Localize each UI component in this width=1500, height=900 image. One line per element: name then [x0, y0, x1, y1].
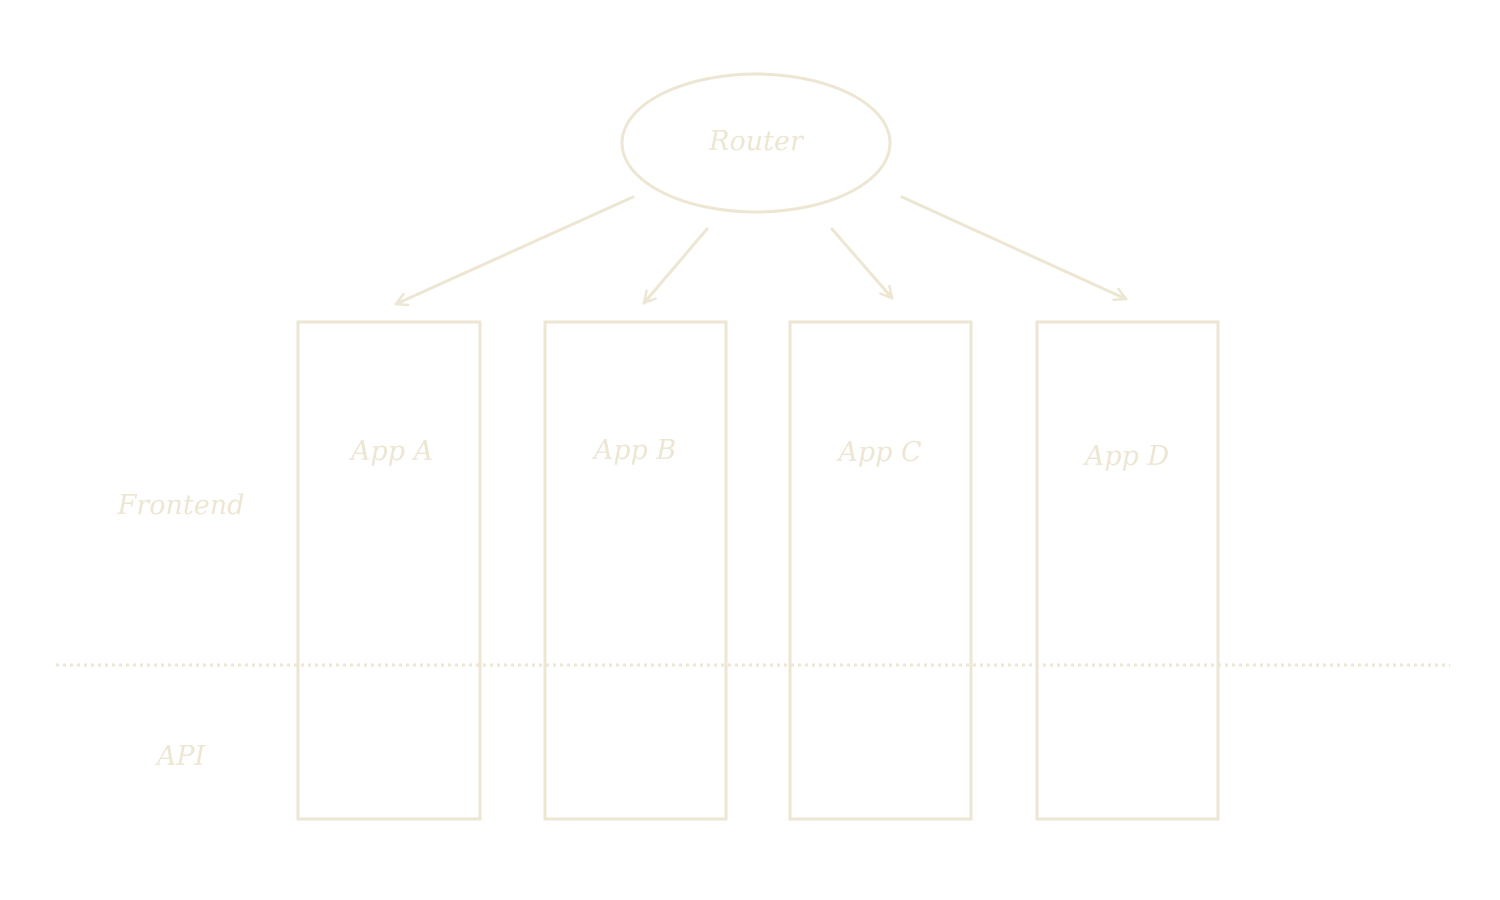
app-box-a: App A [296, 320, 482, 821]
router-arrows [394, 195, 1128, 305]
app-b-label: App B [591, 435, 677, 466]
frontend-layer-label: Frontend [117, 490, 245, 521]
arrow-to-app-c [830, 227, 894, 300]
app-box-a-rect [296, 320, 482, 821]
app-box-d-rect [1035, 320, 1220, 821]
app-d-label: App D [1082, 441, 1170, 472]
app-box-b: App B [543, 320, 728, 821]
arrow-to-app-a [394, 195, 635, 304]
app-c-label: App C [835, 437, 922, 468]
app-box-c-rect [788, 320, 973, 821]
app-box-c: App C [788, 320, 973, 821]
app-box-b-rect [543, 320, 728, 821]
app-box-d: App D [1035, 320, 1220, 821]
router-ellipse [620, 72, 892, 214]
router-node: Router [620, 72, 892, 214]
api-layer-label: API [154, 741, 207, 772]
app-a-label: App A [348, 436, 433, 467]
arrow-to-app-b [642, 227, 709, 305]
router-label: Router [708, 126, 805, 157]
arrow-to-app-d [900, 195, 1128, 299]
